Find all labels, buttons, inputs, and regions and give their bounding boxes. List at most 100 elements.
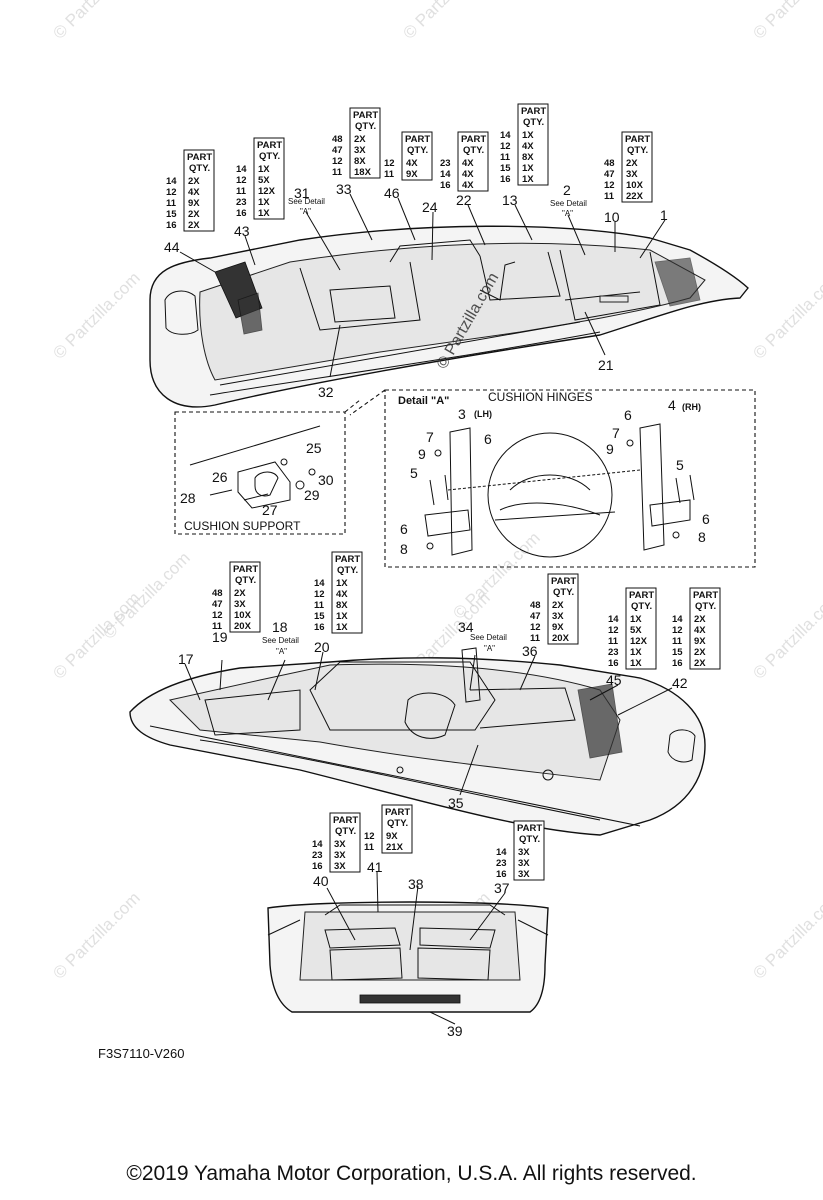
qty-header-qty: QTY. (553, 587, 574, 598)
qty-amount: 2X (694, 614, 706, 625)
qty-part-number: 11 (332, 167, 343, 178)
top-boat-illustration (149, 225, 749, 408)
qty-part-number: 15 (314, 611, 325, 622)
qty-header-part: PART (353, 110, 378, 121)
callout-number: 30 (318, 472, 334, 488)
qty-table-frame (183, 149, 215, 232)
qty-header-qty: QTY. (355, 121, 376, 132)
callout-number: 4 (668, 397, 676, 413)
detail-a-mark-18: "A" (276, 647, 287, 656)
copyright-notice: ©2019 Yamaha Motor Corporation, U.S.A. A… (126, 1162, 697, 1185)
qty-part-number: 16 (672, 658, 683, 669)
qty-table-frame (401, 131, 433, 181)
watermark-layer: © Partzilla.com © Partzilla.com © Partzill… (49, 0, 823, 983)
qty-part-number: 14 (608, 614, 619, 625)
qty-amount: 1X (336, 578, 348, 589)
qty-amount: 1X (522, 130, 534, 141)
cushion-support-box (174, 399, 361, 535)
qty-header-part: PART (461, 134, 486, 145)
callout-number: 22 (456, 192, 472, 208)
callout-number: 36 (522, 643, 538, 659)
qty-table-frame (253, 137, 285, 220)
detail-a-mark-34: "A" (484, 644, 495, 653)
qty-table-frame (457, 131, 489, 192)
qty-header-part: PART (333, 815, 358, 826)
qty-part-number: 12 (166, 187, 177, 198)
qty-table-frame (621, 131, 653, 203)
qty-table-frame (513, 820, 545, 881)
callout-number: 40 (313, 873, 329, 889)
qty-header-qty: QTY. (631, 601, 652, 612)
qty-header-part: PART (405, 134, 430, 145)
qty-header-part: PART (257, 140, 282, 151)
qty-part-number: 47 (530, 611, 541, 622)
callout-number: 46 (384, 185, 400, 201)
qty-amount: 1X (336, 622, 348, 633)
qty-part-number: 12 (212, 610, 223, 621)
qty-part-number: 14 (672, 614, 683, 625)
callout-number: 6 (624, 407, 632, 423)
qty-amount: 8X (336, 600, 348, 611)
watermark-text: © Partzilla.com (749, 0, 823, 43)
bottom-stern-illustration (267, 901, 549, 1013)
callout-number: 3 (458, 406, 466, 422)
qty-amount: 1X (630, 658, 642, 669)
qty-part-number: 14 (312, 839, 323, 850)
qty-header-qty: QTY. (335, 826, 356, 837)
see-detail-label-34: See Detail (470, 633, 507, 642)
qty-part-number: 16 (314, 622, 325, 633)
qty-amount: 2X (354, 134, 366, 145)
qty-header-part: PART (693, 590, 718, 601)
qty-table-frame (689, 587, 721, 670)
qty-amount: 4X (406, 158, 418, 169)
qty-amount: 12X (258, 186, 276, 197)
callout-number: 33 (336, 181, 352, 197)
qty-part-number: 15 (500, 163, 511, 174)
watermark-text: © Partzilla.com (399, 0, 493, 43)
callout-number: 6 (484, 431, 492, 447)
callout-number: 6 (400, 521, 408, 537)
qty-part-number: 23 (496, 858, 507, 869)
qty-amount: 3X (334, 861, 346, 872)
qty-amount: 2X (234, 588, 246, 599)
qty-header-qty: QTY. (463, 145, 484, 156)
callout-number: 24 (422, 199, 438, 215)
qty-part-number: 12 (364, 831, 375, 842)
qty-part-number: 11 (384, 169, 395, 180)
watermark-text: © Partzilla.com (49, 268, 143, 362)
qty-part-number: 14 (440, 169, 451, 180)
qty-amount: 4X (694, 625, 706, 636)
watermark-text: © Partzilla.com (49, 0, 143, 43)
qty-amount: 3X (518, 858, 530, 869)
qty-amount: 1X (258, 164, 270, 175)
qty-amount: 2X (552, 600, 564, 611)
watermark-text: © Partzilla.com (749, 888, 823, 982)
qty-amount: 2X (188, 176, 200, 187)
qty-amount: 10X (234, 610, 252, 621)
watermark-text: © Partzilla.com (749, 268, 823, 362)
callout-number: 31 (294, 185, 310, 201)
qty-part-number: 11 (314, 600, 325, 611)
callout-number: 6 (702, 511, 710, 527)
qty-amount: 5X (258, 175, 270, 186)
qty-amount: 18X (354, 167, 372, 178)
callout-number: 2 (563, 182, 571, 198)
see-detail-label-18: See Detail (262, 636, 299, 645)
watermark-text: © Partzilla.com (749, 588, 823, 682)
qty-amount: 2X (694, 658, 706, 669)
qty-table-frame (381, 804, 413, 854)
qty-table-frame (331, 551, 363, 634)
qty-amount: 3X (234, 599, 246, 610)
watermark-text: © Partzilla.com (49, 888, 143, 982)
qty-amount: 1X (258, 197, 270, 208)
